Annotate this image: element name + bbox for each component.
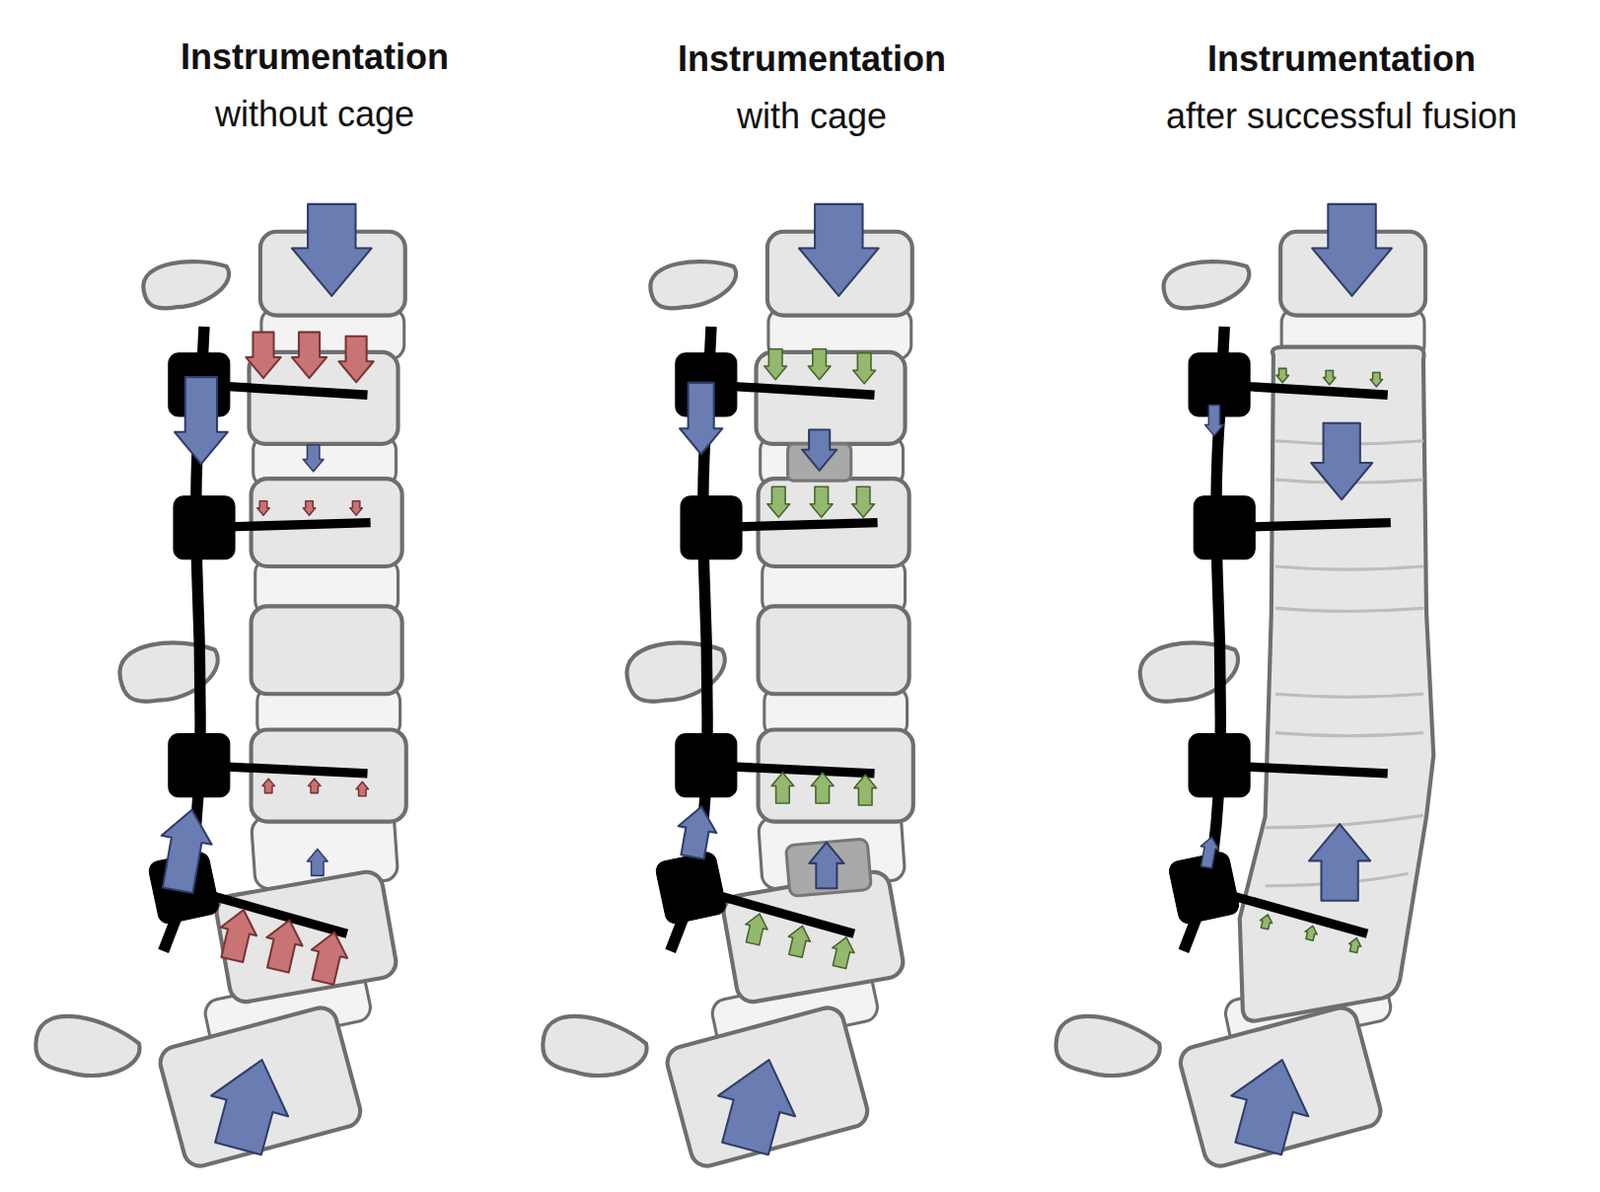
force-arrow	[828, 934, 858, 969]
force-arrow	[1205, 405, 1225, 437]
force-arrow	[707, 1049, 808, 1160]
panel-subtitle: with cage	[736, 94, 887, 138]
force-arrow	[799, 204, 879, 296]
spinous-process	[1135, 633, 1243, 707]
force-arrow	[291, 332, 327, 379]
force-arrow	[807, 349, 831, 380]
force-arrow	[152, 804, 218, 894]
force-arrow	[356, 781, 368, 796]
panel-title: Instrumentation	[1207, 37, 1476, 80]
force-arrow	[302, 444, 324, 472]
fusion-line	[1275, 693, 1424, 697]
screw-head	[173, 496, 235, 560]
force-arrow	[214, 905, 262, 964]
spinous-process	[1051, 1010, 1164, 1085]
vertebral-body	[1176, 1004, 1384, 1170]
screw-head	[168, 733, 230, 798]
force-arrow	[1311, 204, 1392, 296]
force-arrow	[1310, 423, 1373, 501]
spinous-process	[115, 633, 223, 707]
force-arrow	[1309, 823, 1371, 901]
force-arrow	[291, 204, 372, 296]
force-arrow	[174, 376, 228, 464]
force-arrow	[801, 429, 837, 470]
vertebral-body	[663, 1004, 872, 1170]
force-arrow	[245, 332, 281, 379]
force-arrow	[1220, 1049, 1321, 1160]
force-arrow	[257, 501, 270, 515]
force-arrow	[306, 848, 328, 875]
screw-head	[680, 496, 742, 560]
force-arrow	[260, 915, 308, 974]
spinous-process	[622, 633, 730, 707]
spinous-process	[140, 253, 234, 313]
force-arrow	[200, 1049, 301, 1160]
force-arrow	[262, 778, 275, 793]
force-arrow	[350, 501, 363, 515]
force-arrow	[771, 772, 795, 803]
screw-head	[654, 850, 728, 926]
vertebral-body	[251, 605, 403, 694]
force-arrow	[808, 842, 844, 889]
fusion-line	[1265, 814, 1424, 827]
force-arrow	[767, 486, 791, 517]
panel-title: Instrumentation	[677, 37, 946, 80]
screw-head	[675, 733, 737, 798]
spinous-process	[1160, 253, 1254, 313]
force-arrow	[1276, 367, 1289, 382]
spine-panel	[31, 204, 407, 1169]
vertebral-body	[156, 1004, 364, 1170]
force-arrow	[852, 486, 875, 517]
fused-spine-block	[1239, 347, 1435, 1021]
fusion-line	[1275, 566, 1424, 570]
interbody-cage	[785, 838, 872, 897]
force-arrow	[302, 501, 315, 515]
fusion-line	[1275, 607, 1424, 611]
force-arrow	[307, 778, 320, 793]
force-arrow	[339, 336, 374, 383]
screw-head	[1188, 733, 1250, 798]
force-arrow	[304, 928, 353, 987]
force-arrow	[679, 382, 723, 454]
spine-panel	[538, 204, 914, 1169]
force-arrow	[1258, 912, 1274, 930]
spinous-process	[31, 1010, 144, 1085]
screw-head	[1193, 496, 1255, 560]
vertebral-body	[214, 869, 399, 1005]
spine-panel	[1051, 204, 1434, 1169]
force-arrow	[854, 774, 877, 805]
panel-title: Instrumentation	[180, 35, 449, 78]
panel-subtitle: after successful fusion	[1165, 94, 1518, 138]
force-arrow	[741, 910, 771, 946]
fusion-line	[1275, 732, 1424, 736]
force-arrow	[809, 486, 833, 517]
force-arrow	[673, 802, 722, 861]
force-arrow	[1323, 369, 1336, 384]
force-arrow	[784, 923, 813, 958]
force-arrow	[853, 353, 876, 384]
force-arrow	[1197, 835, 1222, 870]
force-arrow	[764, 349, 788, 380]
force-arrow	[1370, 372, 1382, 387]
spinous-process	[647, 253, 741, 313]
spinous-process	[538, 1010, 651, 1085]
force-arrow	[1347, 936, 1363, 953]
panel-subtitle: without cage	[215, 92, 415, 136]
force-arrow	[810, 772, 834, 803]
vertebral-body	[758, 605, 910, 694]
force-arrow	[1303, 924, 1318, 942]
